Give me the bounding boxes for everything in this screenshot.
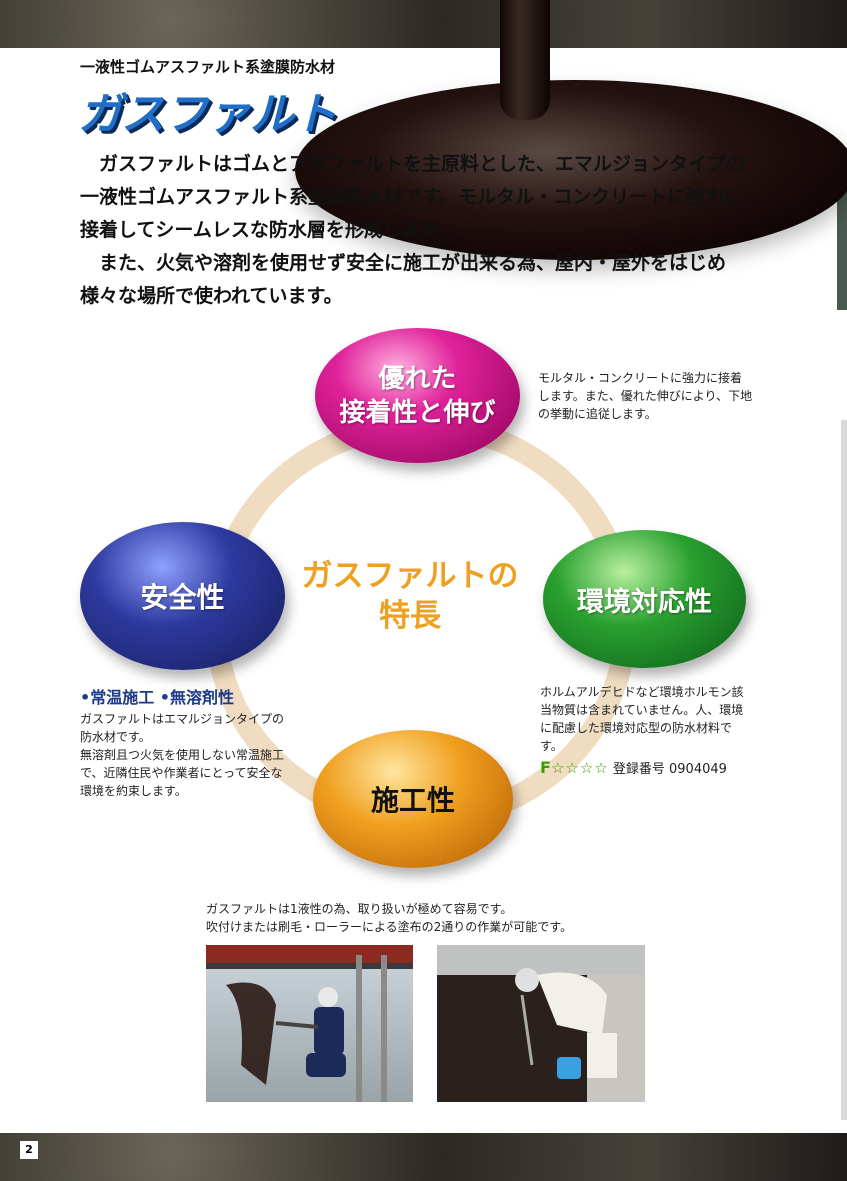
registration-number: 登録番号 0904049: [612, 762, 727, 777]
edge-strip-light: [841, 420, 847, 1120]
safety-note-line1: ガスファルトはエマルジョンタイプの防水材です。: [80, 712, 285, 744]
safety-note: ガスファルトはエマルジョンタイプの防水材です。 無溶剤且つ火気を使用しない常温施…: [80, 710, 290, 800]
center-title-line2: 特長: [379, 598, 441, 634]
workability-note-line1: ガスファルトは1液性の為、取り扱いが極めて容易です。: [206, 902, 513, 916]
roller-worker-illustration: [437, 945, 645, 1102]
adhesion-label-line2: 接着性と伸び: [339, 397, 496, 428]
adhesion-feature-badge: 優れた 接着性と伸び: [315, 328, 520, 463]
intro-paragraph-1: ガスファルトはゴムとアスファルトを主原料とした、エマルジョンタイプの一液性ゴムア…: [80, 153, 746, 241]
asphalt-pool-image: [295, 80, 847, 260]
product-subtitle: 一液性ゴムアスファルト系塗膜防水材: [80, 58, 336, 76]
adhesion-note: モルタル・コンクリートに強力に接着します。また、優れた伸びにより、下地の挙動に追…: [538, 371, 753, 421]
workability-label: 施工性: [370, 784, 455, 817]
top-texture-band: [0, 0, 847, 48]
bottom-texture-band: [0, 1133, 847, 1181]
intro-paragraph-2: また、火気や溶剤を使用せず安全に施工が出来る為、屋内・屋外をはじめ様々な場所で使…: [80, 252, 727, 307]
spray-worker-illustration: [206, 945, 413, 1102]
roller-application-photo: [437, 945, 645, 1102]
intro-text: ガスファルトはゴムとアスファルトを主原料とした、エマルジョンタイプの一液性ゴムア…: [80, 148, 760, 313]
workability-note: ガスファルトは1液性の為、取り扱いが極めて容易です。 吹付けまたは刷毛・ローラー…: [206, 900, 726, 936]
product-logo: ガスファルト: [78, 89, 337, 140]
rating-letter: F: [540, 758, 551, 777]
safety-feature-badge: 安全性: [80, 522, 285, 670]
edge-strip: [837, 170, 847, 310]
spray-application-photo: [206, 945, 413, 1102]
workability-feature-badge: 施工性: [313, 730, 513, 868]
safety-headline: •常温施工 •無溶剤性: [80, 688, 235, 707]
rating-stars-icon: ☆☆☆☆: [550, 759, 609, 777]
workability-note-line2: 吹付けまたは刷毛・ローラーによる塗布の2通りの作業が可能です。: [206, 920, 573, 934]
f-star-rating: F☆☆☆☆ 登録番号 0904049: [540, 758, 727, 777]
center-title-line1: ガスファルトの: [301, 558, 519, 594]
environment-feature-badge: 環境対応性: [543, 530, 746, 668]
environment-label: 環境対応性: [577, 586, 712, 618]
adhesion-label-line1: 優れた: [378, 363, 457, 394]
environment-note: ホルムアルデヒドなど環境ホルモン該当物質は含まれていません。人、環境に配慮した環…: [540, 685, 744, 753]
safety-note-line2: 無溶剤且つ火気を使用しない常温施工で、近隣住民や作業者にとって安全な環境を約束し…: [80, 748, 285, 798]
page-number: 2: [20, 1141, 38, 1159]
asphalt-stream-image: [500, 0, 550, 120]
safety-label: 安全性: [140, 581, 225, 614]
features-center-title: ガスファルトの 特長: [290, 556, 530, 636]
